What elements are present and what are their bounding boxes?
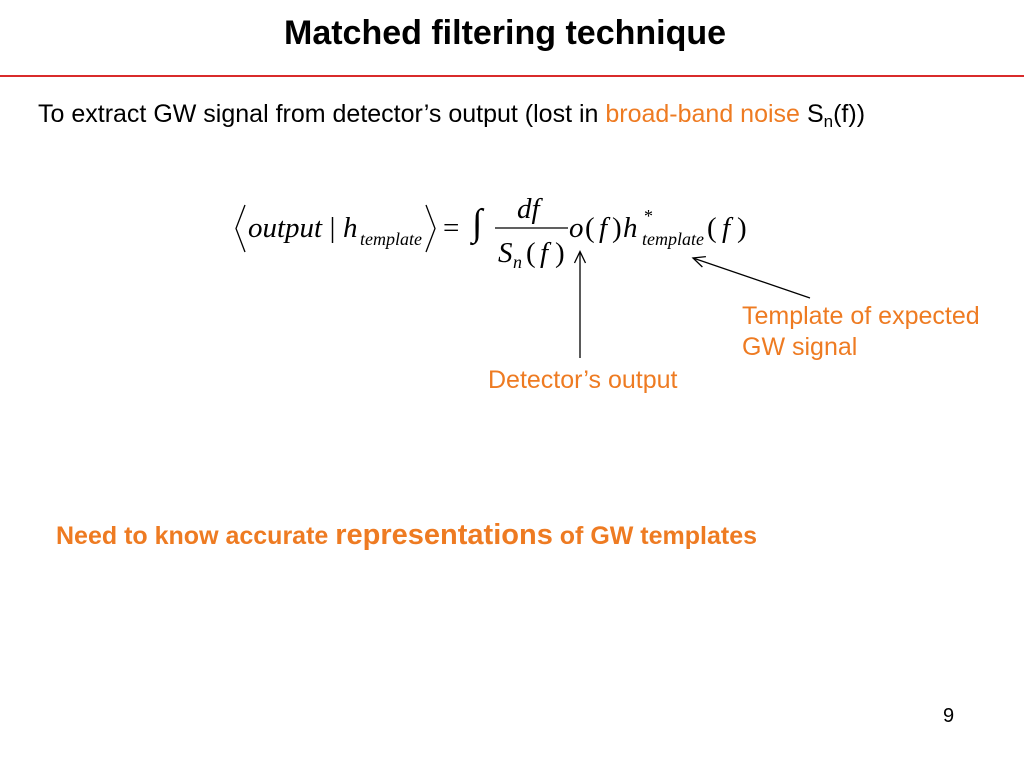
formula-o-symbol: o: [569, 212, 584, 244]
intro-prefix: To extract GW signal from detector’s out…: [38, 100, 606, 128]
formula-integral: ∫: [470, 202, 485, 246]
fraction-denominator-subscript: n: [513, 252, 522, 272]
fraction-denominator-symbol: S: [498, 237, 513, 269]
formula-output-term: output: [248, 212, 323, 244]
fraction-denominator-arg: f: [540, 237, 552, 269]
arrow-to-template: [691, 255, 811, 299]
conclusion-emphasis: representations: [335, 519, 553, 551]
intro-suffix: (f)): [833, 100, 866, 128]
page-number: 9: [943, 705, 955, 727]
arrow-to-template-head: [691, 255, 706, 268]
formula-template-h: h: [623, 212, 638, 244]
fraction-denominator-rparen: ): [555, 237, 565, 269]
right-angle-bracket: [425, 204, 436, 253]
intro-text: To extract GW signal from detector’s out…: [38, 100, 866, 132]
arrow-to-output-head: [573, 249, 587, 264]
conclusion-text: Need to know accurate representations of…: [56, 521, 757, 551]
inner-product: output | h template: [235, 204, 436, 253]
formula-template-lparen: (: [707, 212, 717, 244]
formula-h-term: h: [343, 212, 358, 244]
fraction-denominator-lparen: (: [526, 237, 536, 269]
noise-symbol: S: [806, 100, 824, 128]
template-annotation: Template of expected GW signal: [742, 301, 980, 363]
fraction-numerator: df: [517, 193, 544, 225]
formula-h-subscript: template: [360, 229, 422, 249]
arrow-to-output: [573, 249, 587, 358]
intro-highlight: broad-band noise: [605, 100, 800, 128]
formula-conjugate-star: *: [644, 206, 653, 226]
arrow-to-template-shaft: [692, 257, 811, 299]
formula-template-subscript: template: [642, 229, 704, 249]
slide-title: Matched filtering technique: [284, 14, 727, 52]
output-annotation: Detector’s output: [488, 366, 678, 394]
formula-template-function: h * template ( f ): [623, 206, 747, 249]
formula-o-lparen: (: [585, 212, 595, 244]
formula-separator: |: [328, 212, 336, 244]
formula-output-function: o ( f ): [569, 212, 622, 244]
conclusion-tail: of GW templates: [552, 522, 758, 550]
formula-fraction: df S n ( f ): [495, 193, 568, 272]
formula-equals: =: [443, 212, 459, 244]
formula-o-arg: f: [599, 212, 611, 244]
noise-symbol-subscript: n: [823, 112, 834, 131]
conclusion-lead: Need to know accurate: [56, 522, 336, 550]
template-annotation-line-2: GW signal: [742, 333, 858, 361]
left-angle-bracket: [235, 204, 246, 253]
formula-o-rparen: ): [612, 212, 622, 244]
title-divider: [0, 75, 1024, 77]
formula-template-rparen: ): [737, 212, 747, 244]
formula-template-arg: f: [722, 212, 734, 244]
template-annotation-line-1: Template of expected: [742, 302, 980, 330]
